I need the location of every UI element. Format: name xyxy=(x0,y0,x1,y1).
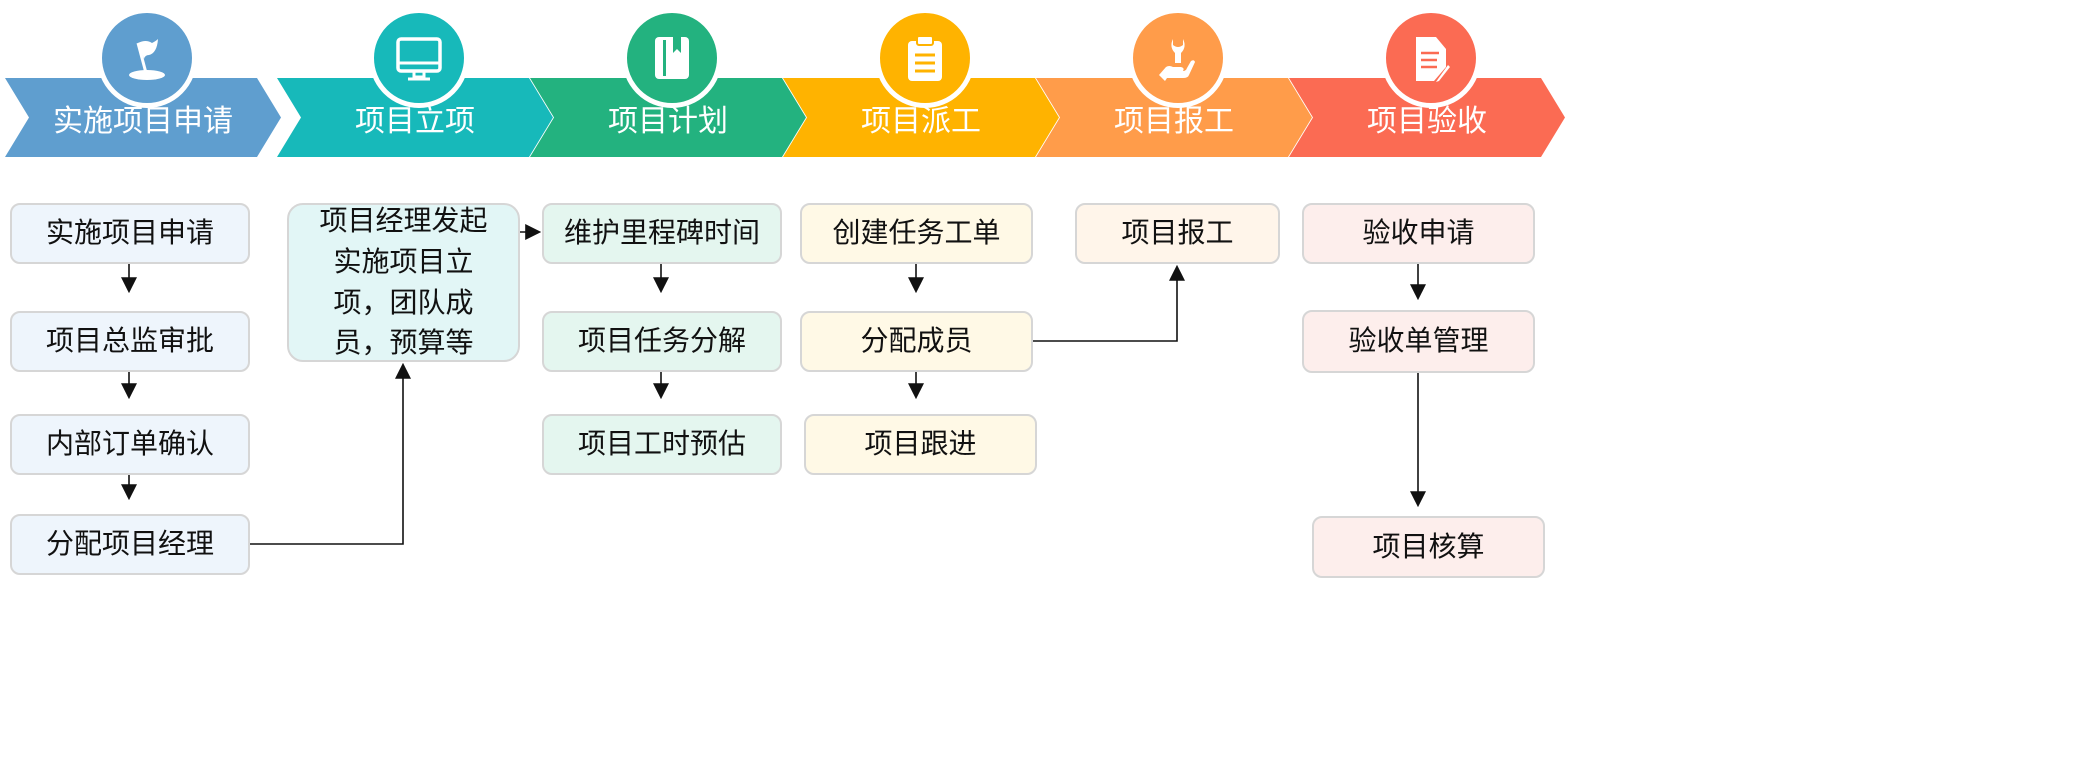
chevron-step-4 xyxy=(783,78,1059,157)
box-plan-3: 项目工时预估 xyxy=(542,414,782,475)
arrow xyxy=(250,362,411,545)
chevron-step-3 xyxy=(530,78,806,157)
step-label: 项目计划 xyxy=(554,78,782,157)
step-label-text: 项目报工 xyxy=(1114,103,1234,139)
document-edit-icon xyxy=(1381,8,1481,108)
chevron-step-6 xyxy=(1289,78,1565,157)
box-accept-1: 验收申请 xyxy=(1302,203,1535,264)
box-accept-2: 验收单管理 xyxy=(1302,310,1535,373)
step-label-text: 项目派工 xyxy=(861,103,981,139)
box-apply-4: 分配项目经理 xyxy=(10,514,250,575)
step-label-text: 项目验收 xyxy=(1367,103,1487,139)
box-plan-1: 维护里程碑时间 xyxy=(542,203,782,264)
box-report-1: 项目报工 xyxy=(1075,203,1280,264)
monitor-icon xyxy=(369,8,469,108)
clipboard-icon xyxy=(875,8,975,108)
box-apply-1: 实施项目申请 xyxy=(10,203,250,264)
flag-icon xyxy=(97,8,197,108)
step-label: 项目报工 xyxy=(1060,78,1288,157)
step-label: 项目立项 xyxy=(301,78,529,157)
arrow xyxy=(1033,264,1185,342)
wrench-hand-icon xyxy=(1128,8,1228,108)
box-dispatch-3: 项目跟进 xyxy=(804,414,1037,475)
chevron-step-5 xyxy=(1036,78,1312,157)
box-setup-1: 项目经理发起实施项目立项，团队成员，预算等 xyxy=(287,203,520,362)
box-apply-3: 内部订单确认 xyxy=(10,414,250,475)
box-dispatch-2: 分配成员 xyxy=(800,311,1033,372)
box-dispatch-1: 创建任务工单 xyxy=(800,203,1033,264)
book-icon xyxy=(622,8,722,108)
box-plan-2: 项目任务分解 xyxy=(542,311,782,372)
step-label-text: 项目计划 xyxy=(608,103,728,139)
step-label: 实施项目申请 xyxy=(29,78,257,157)
step-label: 项目派工 xyxy=(807,78,1035,157)
box-apply-2: 项目总监审批 xyxy=(10,311,250,372)
step-label-text: 实施项目申请 xyxy=(53,103,233,139)
box-accept-3: 项目核算 xyxy=(1312,516,1545,578)
step-label: 项目验收 xyxy=(1313,78,1541,157)
chevron-step-2 xyxy=(277,78,553,157)
chevron-step-1 xyxy=(5,78,281,157)
step-label-text: 项目立项 xyxy=(355,103,475,139)
